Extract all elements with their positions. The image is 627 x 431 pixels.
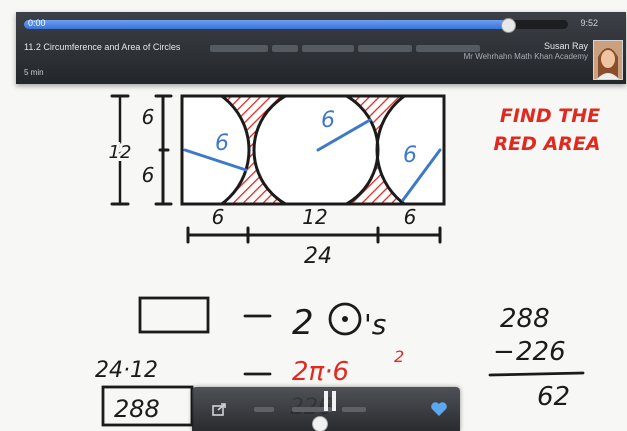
prompt-line-1: FIND THE <box>500 105 600 127</box>
circle-center-dot <box>342 316 348 322</box>
dim-side-top-label: 6 <box>142 105 155 129</box>
right-semicircle <box>375 96 407 204</box>
left-semicircle <box>219 96 251 204</box>
dim-side-total-label: 12 <box>109 142 132 163</box>
circles-area-exponent: 2 <box>394 347 404 366</box>
radius-line-right <box>401 148 442 202</box>
heart-icon <box>431 402 447 416</box>
subtraction-minus: − <box>493 337 515 367</box>
blurred-text <box>302 45 354 52</box>
progress-bar[interactable] <box>24 20 568 29</box>
blurred-text <box>210 45 268 52</box>
blurred-text <box>358 45 412 52</box>
circle-symbol <box>328 302 362 336</box>
rectangle-calc: 24·12 <box>95 358 158 383</box>
side-dimension-line <box>110 94 173 206</box>
subtraction-bar <box>488 371 585 377</box>
playback-controls <box>192 387 460 431</box>
scrubber-thumb[interactable] <box>312 416 328 431</box>
radius-label-left: 6 <box>215 131 229 156</box>
radius-label-right: 6 <box>403 143 417 168</box>
pause-icon <box>324 391 336 411</box>
dim-bottom-right-label: 6 <box>404 205 417 229</box>
circles-suffix-label: 's <box>364 308 386 341</box>
blurred-control <box>254 407 274 412</box>
rectangle-symbol <box>138 296 210 334</box>
subtraction-top: 288 <box>500 304 550 334</box>
avatar-portrait-icon <box>594 41 622 79</box>
channel-subtitle: Mr Wehrhahn Math Khan Academy <box>463 52 588 61</box>
blurred-text <box>416 45 480 52</box>
red-shaded-region <box>182 96 444 204</box>
dim-bottom-left-label: 6 <box>212 205 225 229</box>
blurred-control <box>292 407 332 412</box>
answer-value: 288 <box>114 395 160 423</box>
video-meta: 5 min <box>24 68 44 77</box>
blurred-control <box>342 407 366 412</box>
like-button[interactable] <box>428 399 450 419</box>
time-elapsed: 0:00 <box>28 18 46 28</box>
prompt-line-2: RED AREA <box>493 133 600 155</box>
share-icon <box>212 403 226 416</box>
video-top-bar: 0:00 9:52 11.2 Circumference and Area of… <box>16 12 626 84</box>
dim-bottom-mid-label: 12 <box>302 205 327 229</box>
radius-label-center: 6 <box>321 108 335 133</box>
share-button[interactable] <box>210 399 230 419</box>
circles-area-calc: 2π·6 <box>292 357 349 387</box>
video-title[interactable]: 11.2 Circumference and Area of Circles <box>24 42 181 52</box>
pause-button[interactable] <box>318 389 342 413</box>
subtraction-result: 62 <box>537 382 570 412</box>
author-name[interactable]: Susan Ray <box>543 41 588 51</box>
rectangle-outline <box>180 94 446 206</box>
radius-line-left <box>183 148 248 172</box>
bottom-dimension-line <box>186 226 442 244</box>
dim-side-bottom-label: 6 <box>142 163 155 187</box>
progress-thumb[interactable] <box>501 18 517 33</box>
radius-line-center <box>316 118 372 152</box>
avatar[interactable] <box>593 40 623 80</box>
circles-count-label: 2 <box>292 303 314 343</box>
subtraction-mid: 226 <box>516 337 566 367</box>
dim-total-label: 24 <box>304 244 332 269</box>
time-total: 9:52 <box>580 18 598 28</box>
blurred-text <box>272 45 298 52</box>
dim-side-total-overlay: 12 <box>109 142 132 163</box>
progress-fill <box>24 20 509 29</box>
